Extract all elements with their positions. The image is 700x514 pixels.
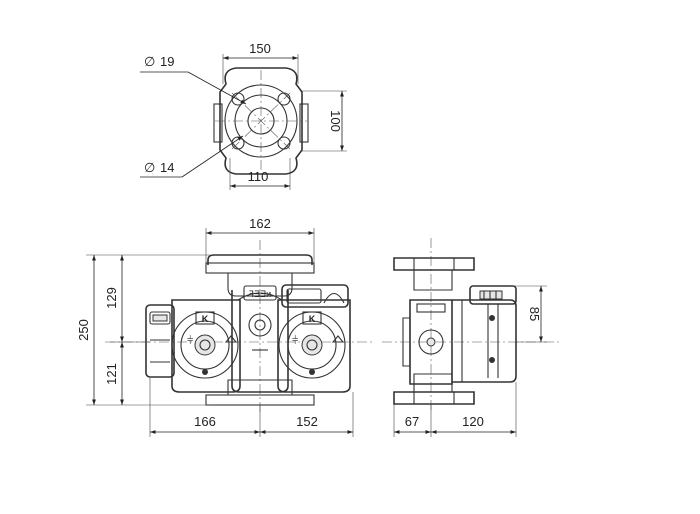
twin-pump-front-view: ꟻƎƎᴎ K ⫩ K ⫩ [105, 240, 372, 412]
dim-text-121: 121 [104, 363, 119, 385]
front-dimensions: 162 250 129 121 166 152 [76, 216, 354, 437]
dim-text-85: 85 [527, 307, 542, 321]
dim-text-110: 110 [248, 169, 269, 184]
svg-text:⫩: ⫩ [187, 335, 193, 347]
side-dimensions: 85 67 120 [393, 285, 547, 437]
body-logo-mark: ꟻƎƎᴎ [249, 289, 271, 299]
top-dimensions: 150 100 110 ∅ 19 ∅ 14 [140, 41, 347, 190]
dim-text-152: 152 [296, 414, 318, 429]
dia-symbol-14: ∅ [144, 160, 155, 175]
dim-text-162: 162 [249, 216, 271, 231]
dim-text-166: 166 [194, 414, 216, 429]
right-head-mark: K [309, 314, 316, 324]
left-head-mark: K [202, 314, 209, 324]
dim-text-67: 67 [405, 414, 419, 429]
flange-top-view [213, 67, 309, 175]
dim-text-150: 150 [249, 41, 271, 56]
dim-text-14: 14 [160, 160, 174, 175]
dim-text-19: 19 [160, 54, 174, 69]
pump-side-view [382, 238, 560, 410]
dim-text-100: 100 [328, 110, 343, 132]
dim-text-129: 129 [104, 287, 119, 309]
dia-symbol-19: ∅ [144, 54, 155, 69]
svg-text:⫩: ⫩ [292, 335, 298, 347]
dim-text-250: 250 [76, 319, 91, 341]
dim-text-120: 120 [462, 414, 484, 429]
